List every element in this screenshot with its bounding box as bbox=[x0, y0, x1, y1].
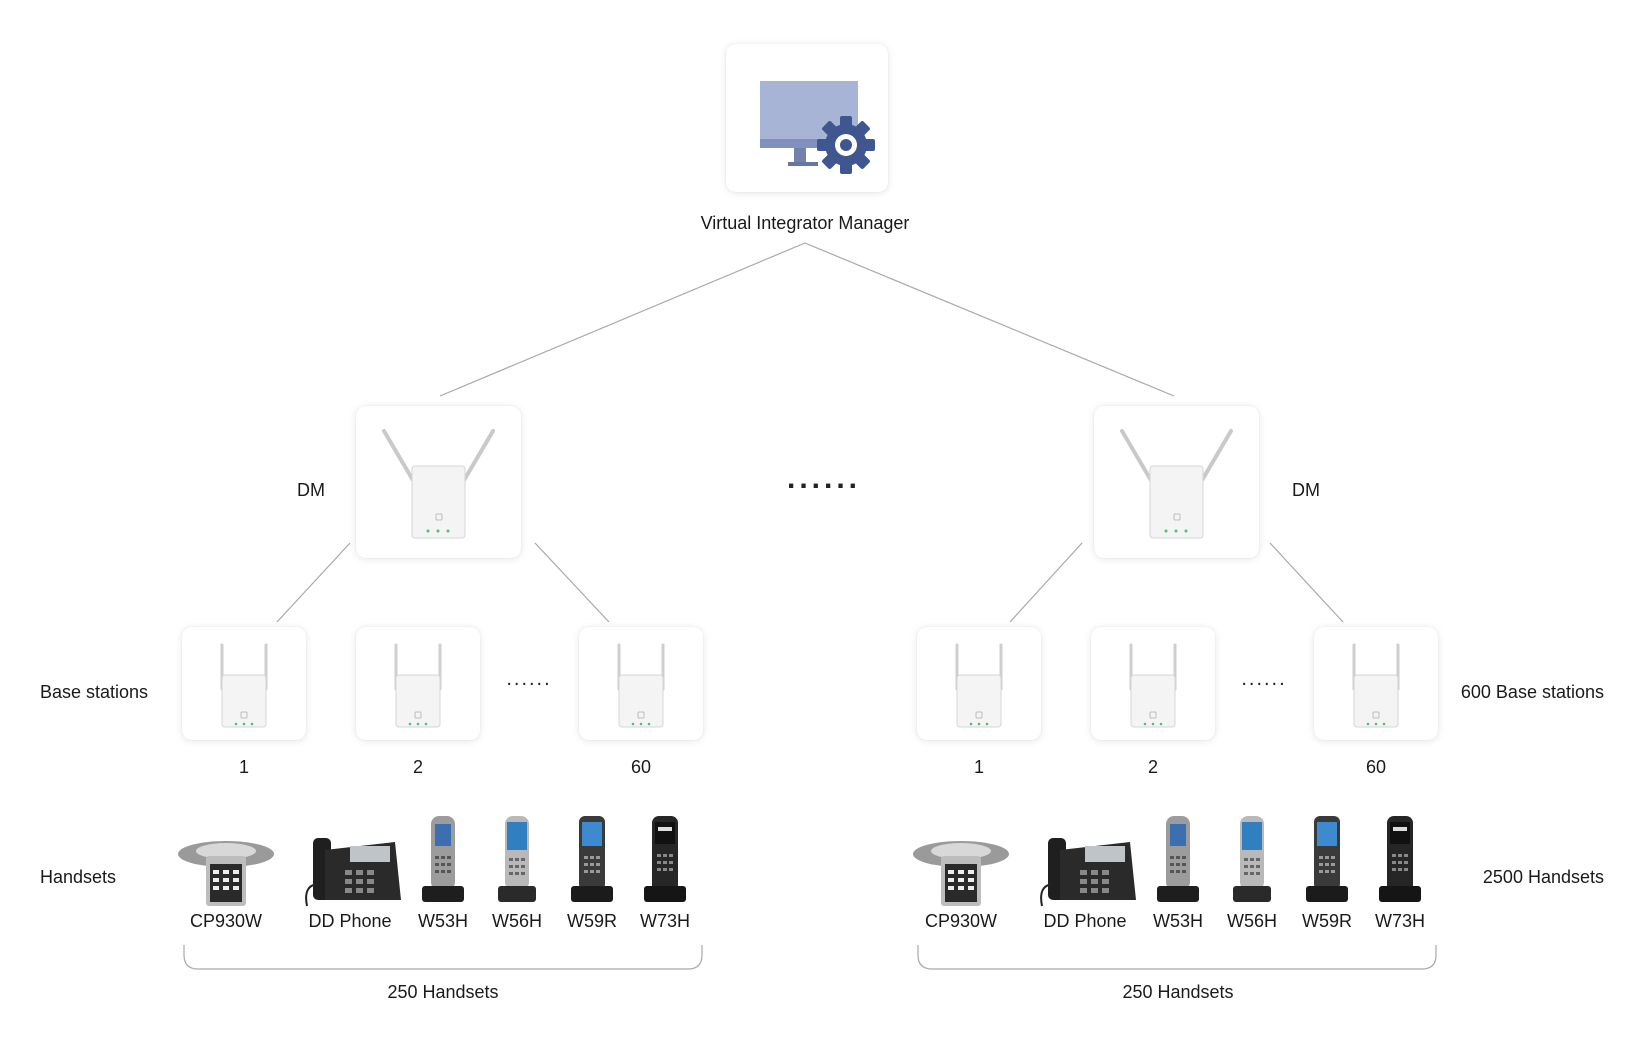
base-station-icon bbox=[394, 643, 442, 728]
connector-dm-left-base-1 bbox=[276, 542, 351, 623]
handset-total-label: 250 Handsets bbox=[387, 982, 499, 1002]
dm-device-icon bbox=[1120, 429, 1233, 539]
manager-label: Virtual Integrator Manager bbox=[700, 213, 910, 233]
connector-dm-right-base-60 bbox=[1269, 542, 1344, 623]
conference-phone-icon bbox=[176, 826, 276, 915]
handset-model-label: DD Phone bbox=[1043, 911, 1127, 931]
handset-icon bbox=[1153, 814, 1203, 909]
connector-dm-right-base-1 bbox=[1009, 542, 1083, 623]
base-station-icon bbox=[1129, 643, 1177, 728]
handset-icon bbox=[1227, 814, 1277, 909]
conference-phone-icon bbox=[911, 826, 1011, 915]
brace-right bbox=[917, 945, 1437, 970]
handset-icon bbox=[1375, 814, 1425, 909]
dm-card-right bbox=[1094, 406, 1259, 558]
base-station-icon bbox=[220, 643, 268, 728]
base-station-card bbox=[1314, 627, 1438, 740]
base-station-card bbox=[182, 627, 306, 740]
base-stations-ellipsis: ...... bbox=[506, 668, 552, 690]
base-station-number: 1 bbox=[973, 757, 985, 777]
dm-label-right: DM bbox=[1292, 480, 1320, 500]
base-stations-label-right: 600 Base stations bbox=[1460, 682, 1604, 702]
handset-icon bbox=[492, 814, 542, 909]
base-station-number: 2 bbox=[1147, 757, 1159, 777]
handset-model-label: W56H bbox=[1226, 911, 1278, 931]
handset-icon bbox=[640, 814, 690, 909]
handset-model-label: CP930W bbox=[189, 911, 263, 931]
desk-phone-icon bbox=[295, 826, 405, 915]
base-station-card bbox=[356, 627, 480, 740]
handset-model-label: W56H bbox=[491, 911, 543, 931]
brace-left bbox=[183, 945, 703, 970]
connector-manager-dm-left bbox=[439, 242, 806, 397]
dm-device-icon bbox=[382, 429, 495, 539]
base-stations-label-left: Base stations bbox=[40, 682, 149, 702]
base-station-icon bbox=[617, 643, 665, 728]
handset-total-label: 250 Handsets bbox=[1122, 982, 1234, 1002]
dm-ellipsis: ...... bbox=[786, 462, 862, 495]
handset-model-label: CP930W bbox=[924, 911, 998, 931]
monitor-gear-icon bbox=[760, 81, 875, 174]
handset-model-label: W53H bbox=[417, 911, 469, 931]
manager-card bbox=[726, 44, 888, 192]
handset-model-label: W73H bbox=[1374, 911, 1426, 931]
base-station-card bbox=[1091, 627, 1215, 740]
handset-model-label: W59R bbox=[566, 911, 618, 931]
base-station-icon bbox=[955, 643, 1003, 728]
handset-model-label: W53H bbox=[1152, 911, 1204, 931]
base-station-card bbox=[579, 627, 703, 740]
handset-model-label: DD Phone bbox=[308, 911, 392, 931]
handsets-label-right: 2500 Handsets bbox=[1482, 867, 1604, 887]
handset-model-label: W73H bbox=[639, 911, 691, 931]
handset-icon bbox=[418, 814, 468, 909]
base-station-number: 1 bbox=[238, 757, 250, 777]
desk-phone-icon bbox=[1030, 826, 1140, 915]
base-stations-ellipsis: ...... bbox=[1241, 668, 1287, 690]
base-station-number: 60 bbox=[630, 757, 652, 777]
base-station-number: 60 bbox=[1365, 757, 1387, 777]
connector-dm-left-base-60 bbox=[534, 542, 610, 623]
base-station-icon bbox=[1352, 643, 1400, 728]
base-station-card bbox=[917, 627, 1041, 740]
connector-manager-dm-right bbox=[804, 242, 1175, 397]
handset-icon bbox=[567, 814, 617, 909]
handset-model-label: W59R bbox=[1301, 911, 1353, 931]
handsets-label-left: Handsets bbox=[40, 867, 117, 887]
dm-card-left bbox=[356, 406, 521, 558]
handset-icon bbox=[1302, 814, 1352, 909]
dm-label-left: DM bbox=[297, 480, 325, 500]
base-station-number: 2 bbox=[412, 757, 424, 777]
